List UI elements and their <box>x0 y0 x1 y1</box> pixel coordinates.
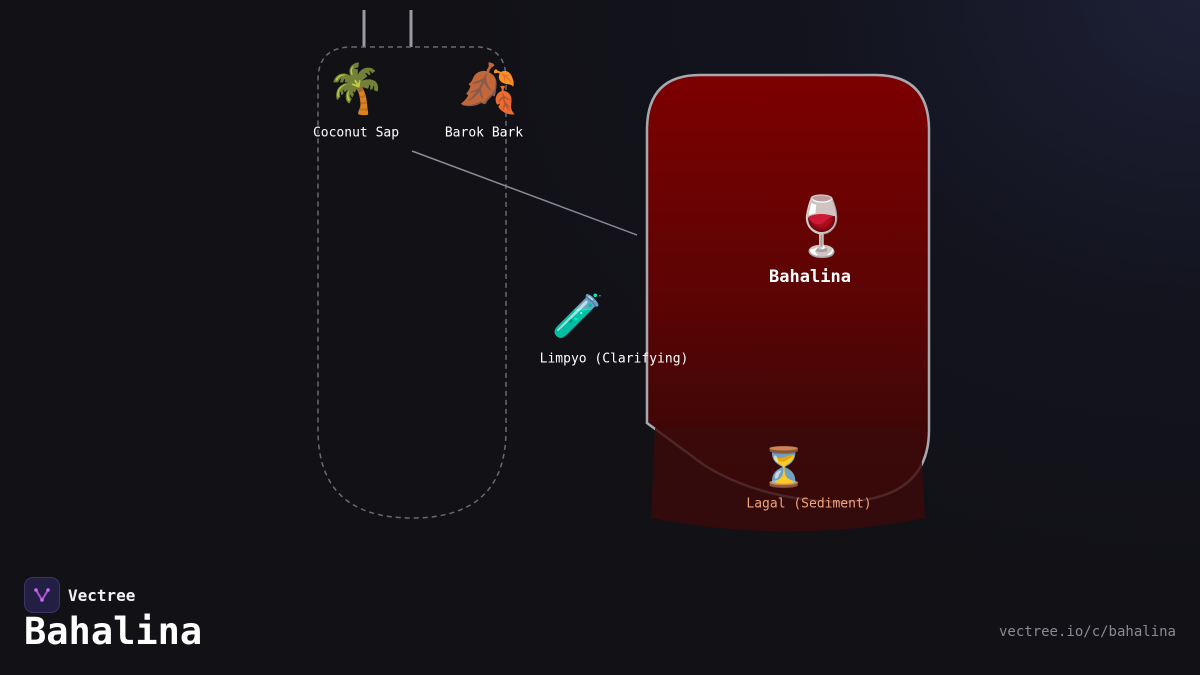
fallen-leaves-icon: 🍂 <box>458 61 518 117</box>
source-url-link[interactable]: vectree.io/c/bahalina <box>998 624 1176 640</box>
process-label-limpyo: Limpyo (Clarifying) <box>539 351 689 367</box>
test-tube-icon: 🧪 <box>551 291 605 340</box>
flow-connector <box>411 150 638 236</box>
ingredient-label-coconut-sap: Coconut Sap <box>312 125 400 141</box>
product-label-bahalina: Bahalina <box>769 267 851 287</box>
brand-name: Vectree <box>68 585 136 605</box>
brand-header: Vectree <box>24 577 135 613</box>
source-vessel-outline <box>317 46 507 519</box>
wine-glass-icon: 🍷 <box>785 192 859 260</box>
sediment-layer <box>651 428 925 532</box>
page-title: Bahalina <box>24 610 203 653</box>
ingredient-label-barok-bark: Barok Bark <box>444 125 524 141</box>
hourglass-icon: ⏳ <box>760 445 808 489</box>
vectree-logo-icon <box>24 577 60 613</box>
sediment-label-lagal: Lagal (Sediment) <box>746 496 872 512</box>
palm-tree-icon: 🌴 <box>326 61 386 117</box>
